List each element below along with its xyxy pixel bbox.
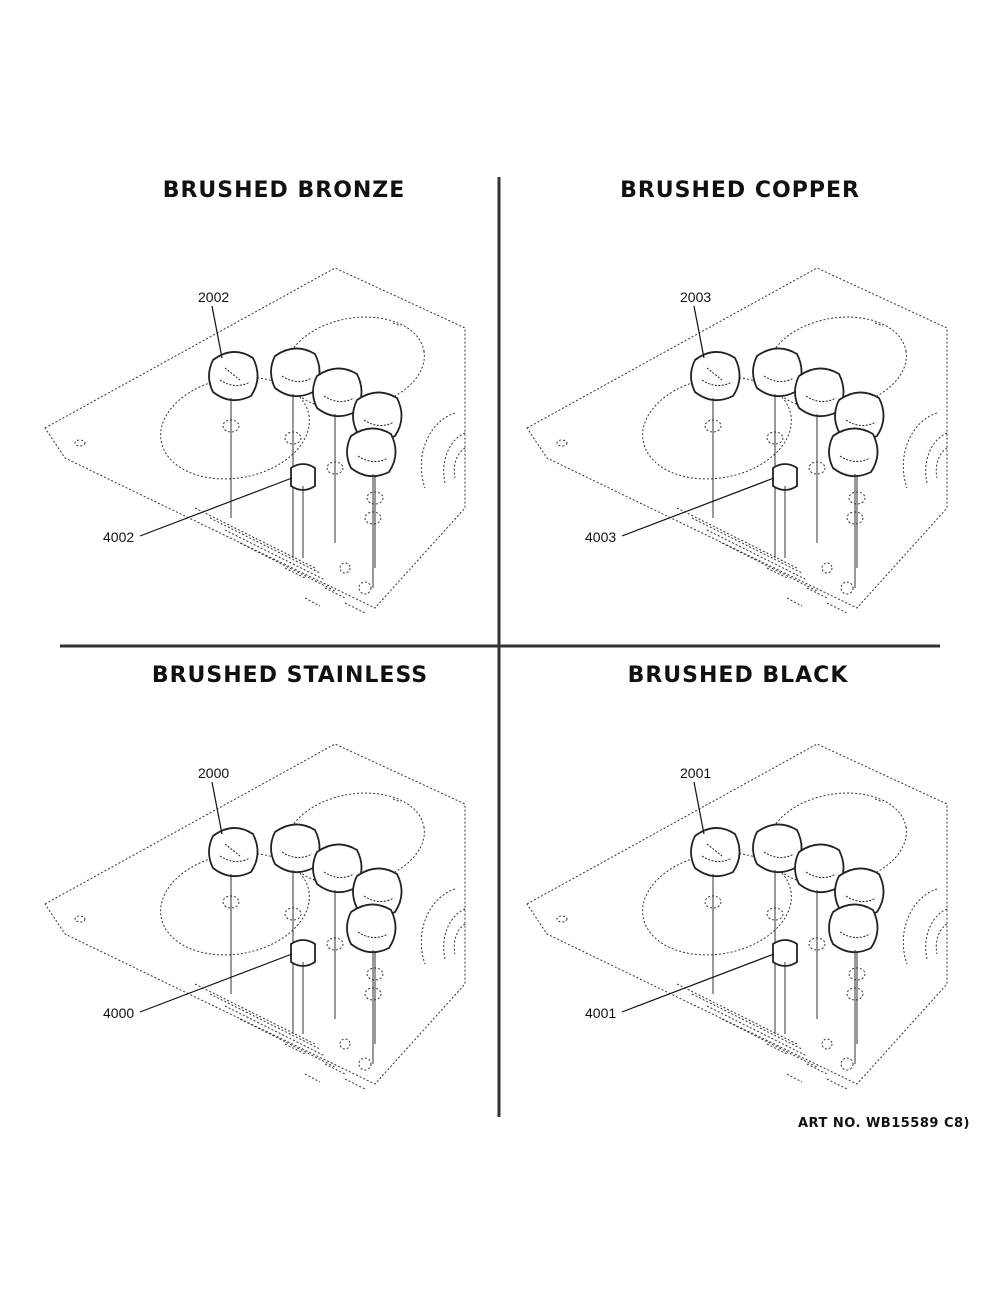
knob-part-label: 2000 bbox=[198, 765, 229, 781]
knob-part-label: 2001 bbox=[680, 765, 711, 781]
quadrant-brushed-bronze: BRUSHED BRONZE 2002 4002 bbox=[44, 178, 466, 614]
quadrant-title: BRUSHED BRONZE bbox=[163, 178, 406, 203]
small-part-label: 4001 bbox=[585, 1005, 616, 1021]
quadrant-brushed-black: BRUSHED BLACK 2001 4001 bbox=[526, 663, 948, 1090]
quadrant-brushed-stainless: BRUSHED STAINLESS 2000 4000 bbox=[44, 663, 466, 1090]
art-number: ART NO. WB15589 C8) bbox=[798, 1116, 970, 1131]
knob-part-label: 2003 bbox=[680, 289, 711, 305]
small-part-label: 4002 bbox=[103, 529, 134, 545]
small-part-label: 4003 bbox=[585, 529, 616, 545]
quadrant-title: BRUSHED COPPER bbox=[620, 178, 860, 203]
quadrant-title: BRUSHED STAINLESS bbox=[152, 663, 428, 688]
knob-part-label: 2002 bbox=[198, 289, 229, 305]
small-part-label: 4000 bbox=[103, 1005, 134, 1021]
quadrant-title: BRUSHED BLACK bbox=[628, 663, 849, 688]
quadrant-brushed-copper: BRUSHED COPPER 2003 4003 bbox=[526, 178, 948, 614]
